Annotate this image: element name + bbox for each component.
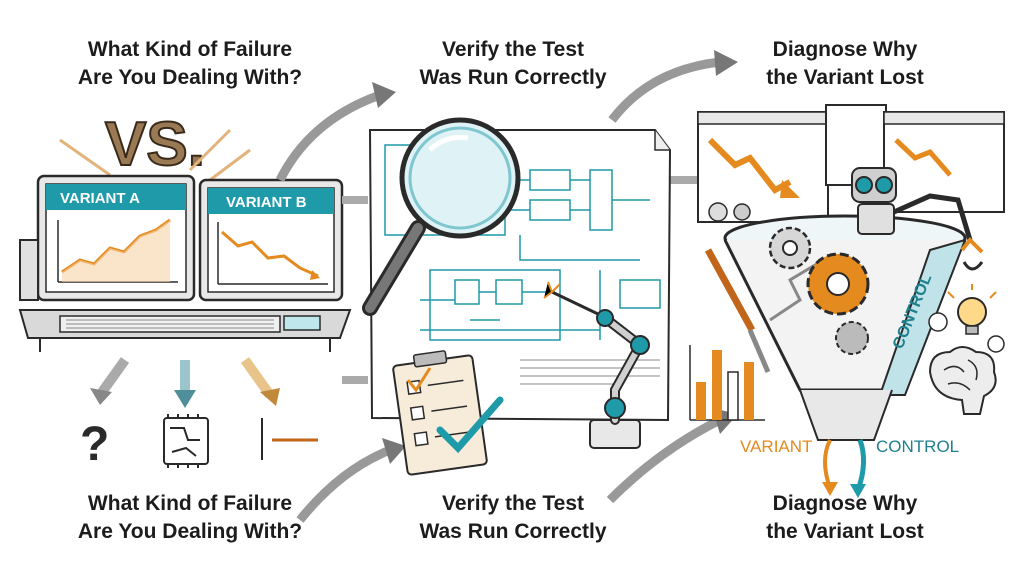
robot-icon — [851, 167, 984, 271]
chart-down-icon — [217, 222, 328, 285]
desk-keyboard — [18, 239, 352, 352]
bar-chart-icon — [689, 345, 765, 421]
orange-pencil-tool — [704, 248, 771, 373]
monitor-variant-b: VARIANT B — [198, 178, 344, 302]
arrow-to-diagnose — [608, 50, 738, 123]
output-streams: VARIANT CONTROL — [740, 437, 959, 498]
arrow-to-checklist — [296, 438, 406, 523]
question-mark-icon: ? — [80, 418, 109, 471]
clipboard-checklist-icon — [392, 350, 504, 476]
variant-stream-label: VARIANT — [740, 437, 812, 456]
arrow-to-verify — [275, 82, 396, 183]
variant-a-label: VARIANT A — [60, 190, 140, 207]
control-stream-label: CONTROL — [876, 437, 959, 456]
down-arrows — [90, 357, 280, 408]
gear-icon — [768, 226, 870, 355]
chart-up-icon — [57, 218, 178, 283]
lightbulb-icon — [928, 284, 1005, 353]
robot-arm-icon — [543, 281, 650, 449]
flat-line-chart-icon — [261, 418, 318, 460]
magnifying-glass-icon — [362, 117, 521, 316]
monitor-variant-a: VARIANT A — [36, 174, 196, 302]
variant-b-label: VARIANT B — [226, 194, 307, 211]
svg-text:VS.: VS. — [105, 110, 205, 179]
chip-icon — [163, 414, 209, 468]
vs-label: VS. — [59, 109, 251, 182]
brain-icon — [928, 346, 997, 415]
